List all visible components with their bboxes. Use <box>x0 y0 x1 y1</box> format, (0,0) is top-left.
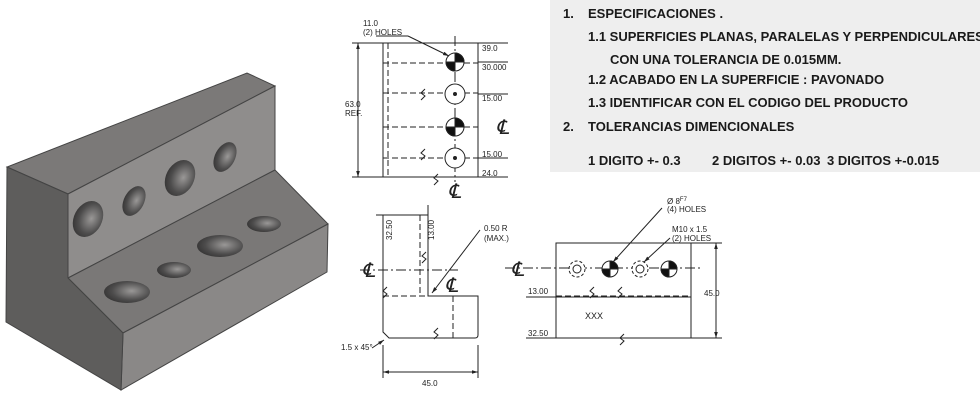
height-reference: REF. <box>345 109 362 118</box>
tolerance-3-digits: 3 DIGITOS +-0.015 <box>827 153 940 168</box>
shelf-hole <box>157 262 191 278</box>
centerline-symbol: ℄ <box>445 275 459 297</box>
shelf-hole <box>197 235 243 257</box>
shelf-hole <box>247 216 281 232</box>
dim-39: 39.0 <box>482 44 498 53</box>
upright-hole <box>164 159 196 197</box>
upright-hole <box>72 200 104 238</box>
spec-1-3: 1.3 IDENTIFICAR CON EL CODIGO DEL PRODUC… <box>588 95 908 110</box>
spec-2-heading: TOLERANCIAS DIMENCIONALES <box>588 119 795 134</box>
side-orthographic-view <box>360 205 481 378</box>
top-view-labels: 11.0 (2) HOLES 63.0 REF. 39.0 30.000 15.… <box>345 19 510 203</box>
radius-max: (MAX.) <box>484 234 509 243</box>
spec-1-1-continued: CON UNA TOLERANCIA DE 0.015MM. <box>610 52 842 67</box>
front-orthographic-view <box>505 207 722 346</box>
radius-note: 0.50 R <box>484 224 508 233</box>
spec-1-2: 1.2 ACABADO EN LA SUPERFICIE : PAVONADO <box>588 72 885 87</box>
dim-13-00-vertical: 13.00 <box>427 219 436 240</box>
holes-callout-size: 11.0 <box>363 19 379 28</box>
thread-hole-count: (2) HOLES <box>672 234 711 243</box>
centerline-symbol: ℄ <box>511 259 525 281</box>
front-view-outline <box>555 242 692 339</box>
specifications-panel: 1. ESPECIFICACIONES . 1.1 SUPERFICIES PL… <box>550 0 980 172</box>
spec-1-number: 1. <box>563 6 574 21</box>
top-view-outline <box>382 42 479 178</box>
dim-45-0: 45.0 <box>704 289 720 298</box>
left-side-face <box>5 166 124 391</box>
chamfer-note: 1.5 x 45° <box>341 343 373 352</box>
upright-hole <box>122 186 146 216</box>
dowel-hole-size: Ø 8F7 <box>667 197 688 206</box>
side-view-outline <box>382 214 479 339</box>
dim-32-50-vertical: 32.50 <box>385 219 394 240</box>
tolerance-1-digit: 1 DIGITO +- 0.3 <box>588 153 681 168</box>
dim-15-lower: 15.00 <box>482 150 503 159</box>
top-orthographic-view <box>352 35 508 186</box>
spec-2-number: 2. <box>563 119 574 134</box>
spec-1-1: 1.1 SUPERFICIES PLANAS, PARALELAS Y PERP… <box>588 29 980 44</box>
dim-24: 24.0 <box>482 169 498 178</box>
dim-30: 30.000 <box>482 63 507 72</box>
dim-32-50: 32.50 <box>528 329 549 338</box>
height-dimension: 63.0 <box>345 100 361 109</box>
front-view-labels: Ø 8F7 (4) HOLES M10 x 1.5 (2) HOLES 13.0… <box>511 197 720 338</box>
holes-callout-count: (2) HOLES <box>363 28 402 37</box>
centerline-symbol: ℄ <box>448 181 462 203</box>
centerline-symbol: ℄ <box>362 260 376 282</box>
shelf-hole <box>104 281 150 303</box>
product-code-marking: XXX <box>585 311 603 321</box>
dowel-hole-count: (4) HOLES <box>667 205 706 214</box>
tolerance-2-digits: 2 DIGITOS +- 0.03 <box>712 153 821 168</box>
dim-13-00: 13.00 <box>528 287 549 296</box>
centerline-symbol: ℄ <box>496 117 510 139</box>
dim-15-upper: 15.00 <box>482 94 503 103</box>
side-view-labels: 32.50 13.00 0.50 R (MAX.) 1.5 x 45° 45.0… <box>341 219 509 388</box>
thread-size: M10 x 1.5 <box>672 225 708 234</box>
width-dimension: 45.0 <box>422 379 438 388</box>
upright-hole <box>213 142 237 172</box>
spec-1-heading: ESPECIFICACIONES . <box>588 6 724 21</box>
isometric-part-view <box>5 72 329 391</box>
